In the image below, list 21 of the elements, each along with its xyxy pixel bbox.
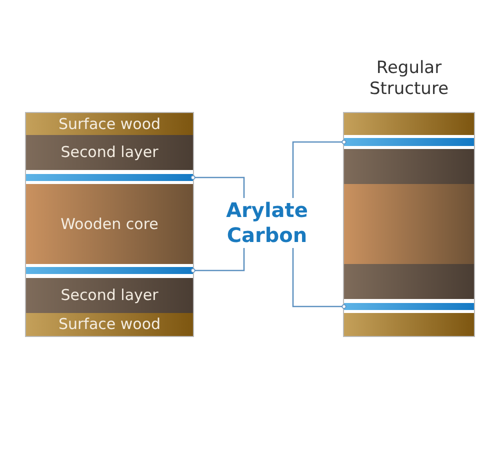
layer-band (344, 313, 474, 336)
leader-line (190, 175, 245, 198)
layer-band: Surface wood (26, 313, 193, 336)
coating-layer (344, 138, 474, 146)
layer-band: Wooden core (26, 184, 193, 264)
stack-heading: Regular Structure (368, 58, 450, 100)
layer-band (344, 149, 474, 184)
layer-band: Second layer (26, 135, 193, 170)
coating-layer (26, 174, 193, 181)
layer-band (344, 113, 474, 135)
layer-band: Surface wood (26, 113, 193, 135)
layer-band (344, 264, 474, 299)
layer-band: Second layer (26, 278, 193, 313)
leader-line (292, 248, 346, 309)
leader-line (190, 248, 245, 273)
coating-layer (344, 303, 474, 310)
leader-line (292, 140, 346, 198)
layer-band (344, 184, 474, 264)
layer-stack (25, 112, 194, 337)
callout-label: Arylate Carbon (222, 198, 312, 248)
coating-layer (26, 267, 193, 274)
